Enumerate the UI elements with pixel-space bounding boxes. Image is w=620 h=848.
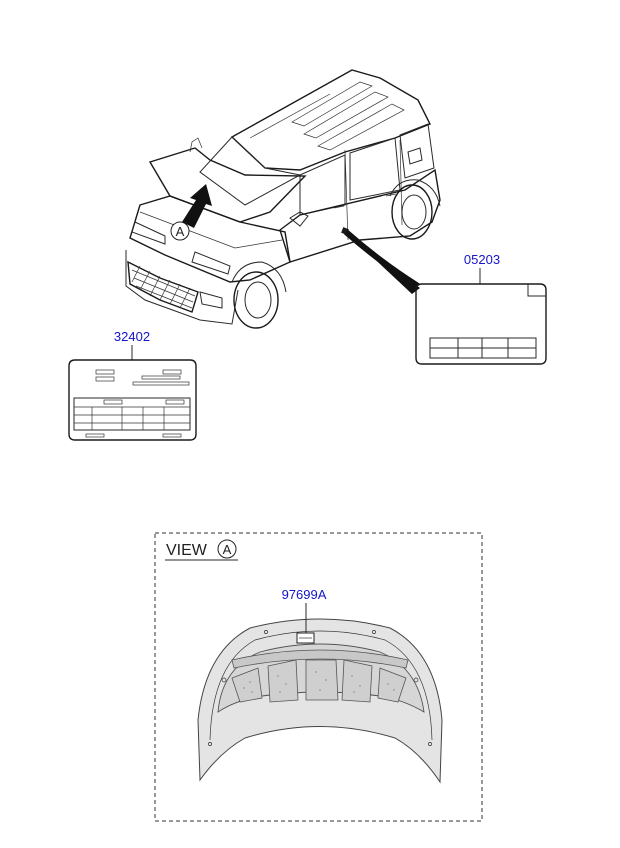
label-05203-group: 05203 xyxy=(415,252,547,365)
hood-underside xyxy=(197,618,443,784)
callout-97699a[interactable]: 97699A xyxy=(282,587,327,602)
view-a-dashed-frame xyxy=(154,532,483,822)
label-32402-plate xyxy=(68,359,197,441)
callout-32402[interactable]: 32402 xyxy=(114,329,150,344)
view-a-letter: A xyxy=(223,542,232,557)
label-32402-group: 32402 xyxy=(68,329,197,441)
view-a-panel: VIEW A xyxy=(154,532,483,822)
hood-view-arrow: A xyxy=(170,184,212,241)
car-view-letter: A xyxy=(176,224,185,239)
label-05203-plate xyxy=(415,283,547,365)
callout-05203[interactable]: 05203 xyxy=(464,252,500,267)
view-a-title: VIEW xyxy=(166,542,208,559)
car-illustration xyxy=(125,69,441,329)
